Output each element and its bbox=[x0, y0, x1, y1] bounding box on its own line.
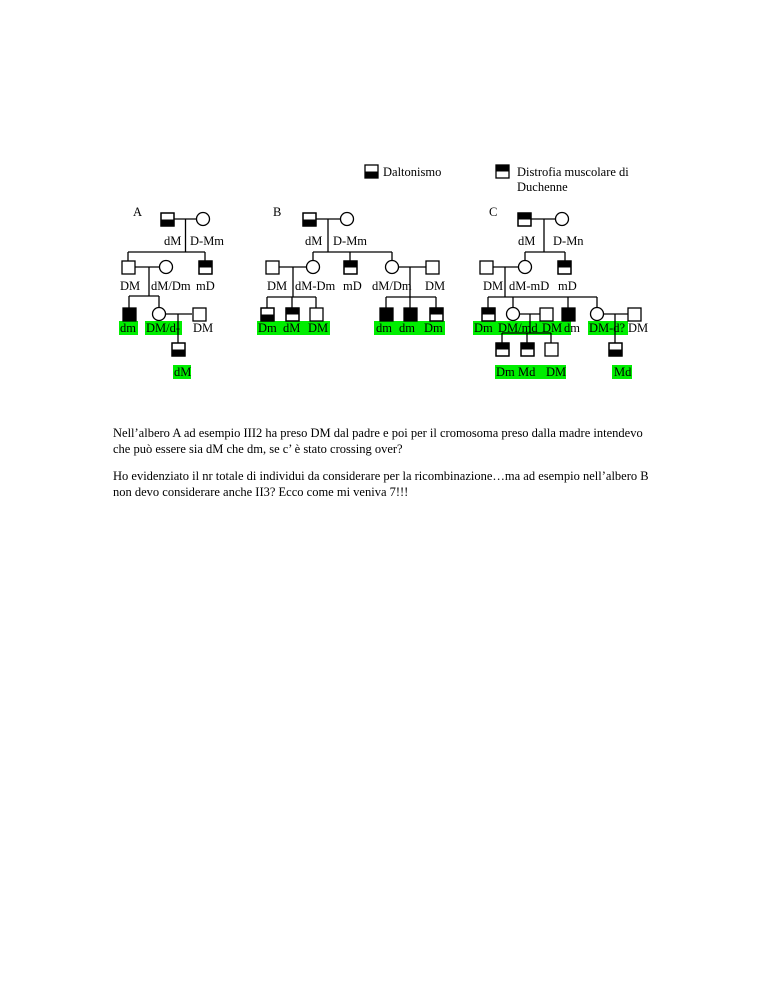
tree-label-c: C bbox=[489, 205, 497, 219]
genotype-c-gen3-3: DM bbox=[542, 321, 562, 335]
genotype-a-gen3-1: dm bbox=[120, 321, 136, 335]
genotype-c-gen4-3: DM bbox=[546, 365, 566, 379]
a-gen1-male bbox=[160, 212, 175, 227]
a-gen2-male-1 bbox=[121, 260, 136, 275]
a-gen2-male-2 bbox=[198, 260, 213, 275]
question-paragraph-2: Ho evidenziato il nr totale di individui… bbox=[113, 469, 649, 499]
b-gen3-male-3 bbox=[309, 307, 324, 322]
genotype-c-gen3-4: dm bbox=[564, 321, 580, 335]
genotype-a-gen1b: D-Mm bbox=[190, 234, 224, 248]
genotype-b-gen3-4: dm bbox=[376, 321, 392, 335]
c-gen3-male-2 bbox=[539, 307, 554, 322]
genotype-b-gen3-3: DM bbox=[308, 321, 328, 335]
b-gen2-male-3 bbox=[425, 260, 440, 275]
genotype-a-gen3-3: DM bbox=[193, 321, 213, 335]
c-gen4-male-2 bbox=[520, 342, 535, 357]
c-gen2-male-2 bbox=[557, 260, 572, 275]
legend-duchenne-symbol bbox=[495, 164, 510, 179]
genotype-c-gen2-3: mD bbox=[558, 279, 577, 293]
c-gen1-female bbox=[554, 211, 570, 227]
genotype-b-gen3-1: Dm bbox=[258, 321, 277, 335]
genotype-b-gen1: dM bbox=[305, 234, 322, 248]
genotype-b-gen2-2: dM-Dm bbox=[295, 279, 336, 293]
genotype-a-gen4-1: dM bbox=[174, 365, 191, 379]
b-gen3-male-2 bbox=[285, 307, 300, 322]
pedigree-figure: Daltonismo Distrofia muscolare di Duchen… bbox=[119, 164, 648, 379]
c-gen4-male-1 bbox=[495, 342, 510, 357]
c-gen1-male bbox=[517, 212, 532, 227]
genotype-a-gen1: dM bbox=[164, 234, 181, 248]
genotype-c-gen4-4: Md bbox=[614, 365, 632, 379]
a-gen3-male-affected bbox=[122, 307, 137, 322]
a-gen4-male bbox=[171, 342, 186, 357]
c-gen3-female-1 bbox=[505, 306, 521, 322]
genotype-a-gen2-1: DM bbox=[120, 279, 140, 293]
genotype-b-gen3-5: dm bbox=[399, 321, 415, 335]
genotype-c-gen2-2: dM-mD bbox=[509, 279, 549, 293]
c-gen3-male-4 bbox=[627, 307, 642, 322]
b-gen1-male bbox=[302, 212, 317, 227]
genotype-c-gen3-6: DM bbox=[628, 321, 648, 335]
genotype-b-gen2-4: dM/Dm bbox=[372, 279, 412, 293]
genotype-b-gen2-3: mD bbox=[343, 279, 362, 293]
b-gen1-female bbox=[339, 211, 355, 227]
legend-daltonismo-label: Daltonismo bbox=[383, 165, 441, 179]
b-gen2-male-1 bbox=[265, 260, 280, 275]
legend: Daltonismo Distrofia muscolare di Duchen… bbox=[364, 164, 629, 194]
legend-daltonismo-symbol bbox=[364, 164, 379, 179]
highlights bbox=[119, 321, 632, 379]
genotype-a-gen3-2: DM/d- bbox=[146, 321, 180, 335]
c-gen4-male-3 bbox=[544, 342, 559, 357]
c-gen4-male-4 bbox=[608, 342, 623, 357]
genotype-c-gen1: dM bbox=[518, 234, 535, 248]
a-gen1-female bbox=[195, 211, 211, 227]
legend-duchenne-label-line1: Distrofia muscolare di bbox=[517, 165, 629, 179]
a-gen2-female bbox=[158, 259, 174, 275]
question-paragraph-1: Nell’albero A ad esempio III2 ha preso D… bbox=[113, 426, 643, 456]
genotype-a-gen2-3: mD bbox=[196, 279, 215, 293]
genotype-b-gen2-5: DM bbox=[425, 279, 445, 293]
a-gen3-male-2 bbox=[192, 307, 207, 322]
c-gen3-male-1 bbox=[481, 307, 496, 322]
legend-duchenne-label-line2: Duchenne bbox=[517, 180, 568, 194]
genotype-c-gen3-1: Dm bbox=[474, 321, 493, 335]
genotype-c-gen1b: D-Mn bbox=[553, 234, 584, 248]
c-gen2-female bbox=[517, 259, 533, 275]
b-gen3-male-4 bbox=[379, 307, 394, 322]
b-gen2-female-1 bbox=[305, 259, 321, 275]
genotype-b-gen3-6: Dm bbox=[424, 321, 443, 335]
b-gen3-male-1 bbox=[260, 307, 275, 322]
genotype-c-gen3-2: DM/md bbox=[498, 321, 538, 335]
pedigree-tree-c bbox=[479, 211, 642, 357]
c-gen3-male-3 bbox=[561, 307, 576, 322]
tree-label-b: B bbox=[273, 205, 281, 219]
tree-label-a: A bbox=[133, 205, 142, 219]
genotype-c-gen4-2: Md bbox=[518, 365, 536, 379]
b-gen3-male-6 bbox=[429, 307, 444, 322]
b-gen2-female-2 bbox=[384, 259, 400, 275]
c-gen2-male-1 bbox=[479, 260, 494, 275]
b-gen2-male-2 bbox=[343, 260, 358, 275]
genotype-labels: dM D-Mm DM dM/Dm mD dm DM/d- DM dM dM D-… bbox=[120, 234, 648, 379]
genotype-c-gen2-1: DM bbox=[483, 279, 503, 293]
genotype-c-gen3-5: DM-d? bbox=[589, 321, 626, 335]
a-gen3-female bbox=[151, 306, 167, 322]
genotype-c-gen4-1: Dm bbox=[496, 365, 515, 379]
pedigree-tree-a bbox=[121, 211, 213, 357]
genotype-b-gen3-2: dM bbox=[283, 321, 300, 335]
c-gen3-female-2 bbox=[589, 306, 605, 322]
pedigree-tree-b bbox=[260, 211, 444, 322]
genotype-b-gen2-1: DM bbox=[267, 279, 287, 293]
genotype-b-gen1b: D-Mm bbox=[333, 234, 367, 248]
b-gen3-male-5 bbox=[403, 307, 418, 322]
genotype-a-gen2-2: dM/Dm bbox=[151, 279, 191, 293]
